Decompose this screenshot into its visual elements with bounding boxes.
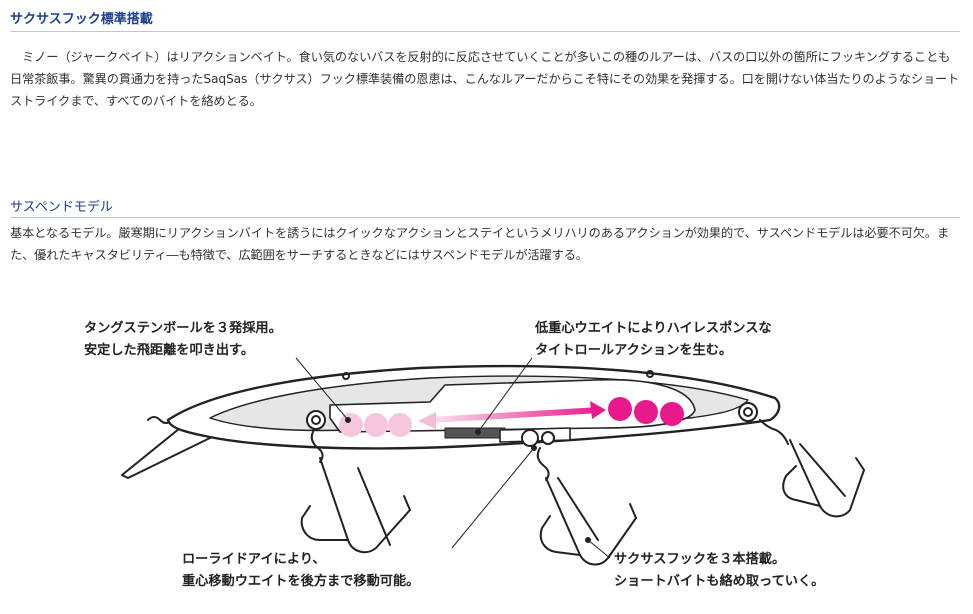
tungsten-balls-rear: [339, 413, 412, 437]
weight-chamber: [329, 378, 696, 433]
section-heading-saqsas: サクサスフック標準搭載: [10, 12, 153, 27]
rear-hook-eye: [738, 402, 758, 422]
treble-hook-belly: [539, 477, 637, 566]
tungsten-balls-front: [608, 397, 684, 426]
paragraph-suspend: 基本となるモデル。厳寒期にリアクションバイトを誘うにはクイックなアクションとステ…: [10, 226, 950, 262]
leader-low-ride: [451, 447, 535, 549]
front-hook-eye: [306, 410, 326, 430]
treble-hook-rear: [782, 439, 865, 518]
callout-saqsas-hook: サクサスフックを３本搭載。 ショートバイトも絡め取っていく。: [614, 552, 825, 589]
leader-tungsten: [295, 357, 349, 421]
leader-saqsas: [587, 539, 611, 559]
weight-rail: [444, 427, 506, 439]
weight-motion-arrow: [427, 407, 603, 423]
treble-hook-front: [300, 457, 411, 554]
paragraph-saqsas: ミノー（ジャークベイト）はリアクションベイト。食い気のないバスを反射的に反応させ…: [10, 50, 960, 108]
heading-divider: [10, 31, 960, 32]
callout-tungsten: タングステンボールを３発採用。 安定した飛距離を叩き出す。: [84, 321, 282, 358]
belly-hook-eye: [521, 429, 539, 447]
leader-low-center: [477, 357, 533, 433]
heading-divider: [10, 217, 960, 218]
callout-low-ride: ローライドアイにより、 重心移動ウエイトを後方まで移動可能。: [182, 552, 420, 589]
section-heading-suspend: サスペンドモデル: [10, 200, 113, 215]
callout-low-center: 低重心ウエイトによりハイレスポンスな タイトロールアクションを生む。: [535, 321, 772, 358]
